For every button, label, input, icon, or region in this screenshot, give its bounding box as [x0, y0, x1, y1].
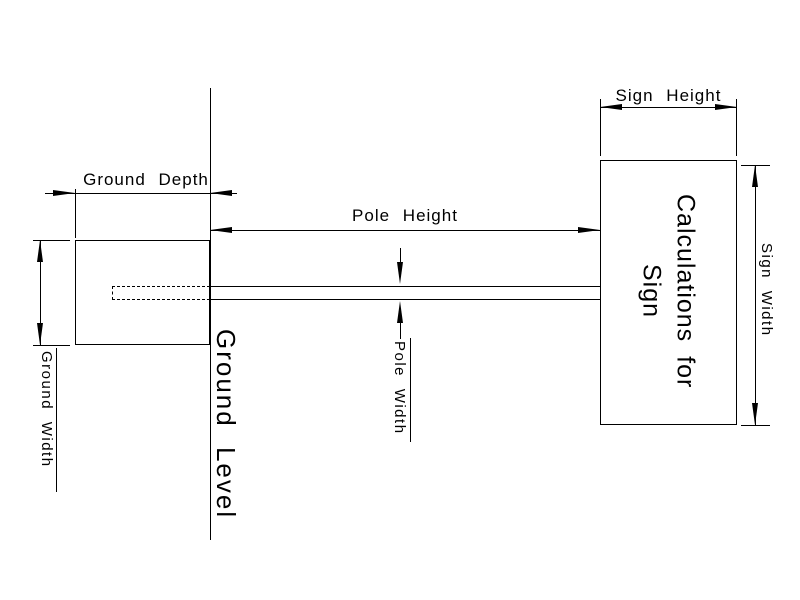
- pole-height-label: Pole Height: [352, 206, 458, 225]
- ground-width-underline: [56, 348, 57, 492]
- ground-depth-label: Ground Depth: [83, 170, 209, 189]
- pole-width-arrow-up: [397, 301, 403, 323]
- ground-width-dim-line: [40, 240, 41, 345]
- pole-buried-bottom-edge: [112, 299, 210, 300]
- sign-height-ext-left: [600, 99, 601, 156]
- ground-width-label: Ground Width: [38, 351, 55, 468]
- sign-width-ext-bottom: [741, 425, 770, 426]
- pole-width-label: Pole Width: [391, 341, 408, 435]
- sign-height-dim-line: [600, 107, 737, 108]
- sign-width-arrow-down: [752, 403, 758, 425]
- ground-level-line: [210, 88, 211, 540]
- sign-width-dim-line: [755, 165, 756, 425]
- sign-width-label: Sign Width: [758, 243, 775, 337]
- ground-depth-arrow-left: [53, 190, 75, 196]
- ground-level-label: Ground Level: [211, 329, 241, 520]
- ground-depth-ext-line: [75, 189, 76, 238]
- ground-width-arrow-down: [37, 323, 43, 345]
- pole-width-stem-bottom: [400, 322, 401, 339]
- footing-outline: [75, 240, 210, 345]
- sign-height-arrow-right: [715, 104, 737, 110]
- sign-width-arrow-up: [752, 165, 758, 187]
- ground-depth-dim-line: [45, 193, 237, 194]
- sign-text-line2: Sign: [637, 264, 666, 319]
- pole-width-stem-top: [400, 248, 401, 263]
- sign-width-ext-top: [741, 165, 770, 166]
- pole-height-dim-line: [210, 230, 600, 231]
- ground-width-ext-top: [33, 240, 70, 241]
- pole-top-edge: [210, 286, 600, 287]
- sign-text-line1: Calculations for: [671, 194, 700, 389]
- pole-height-arrow-right: [578, 227, 600, 233]
- sign-outline: [600, 160, 737, 425]
- ground-width-ext-bottom: [33, 345, 70, 346]
- ground-depth-arrow-right: [210, 190, 232, 196]
- sign-text: Calculations for Sign: [634, 194, 702, 388]
- sign-height-arrow-left: [600, 104, 622, 110]
- ground-width-arrow-up: [37, 240, 43, 262]
- sign-height-ext-right: [736, 99, 737, 156]
- pole-bottom-edge: [210, 299, 600, 300]
- pole-height-arrow-left: [210, 227, 232, 233]
- sign-text-block: Calculations for Sign: [601, 161, 734, 422]
- pole-width-underline: [410, 338, 411, 442]
- pole-buried-top-edge: [112, 286, 210, 287]
- pole-buried-end-cap: [112, 286, 113, 300]
- sign-height-label: Sign Height: [615, 86, 722, 105]
- pole-width-arrow-down: [397, 262, 403, 284]
